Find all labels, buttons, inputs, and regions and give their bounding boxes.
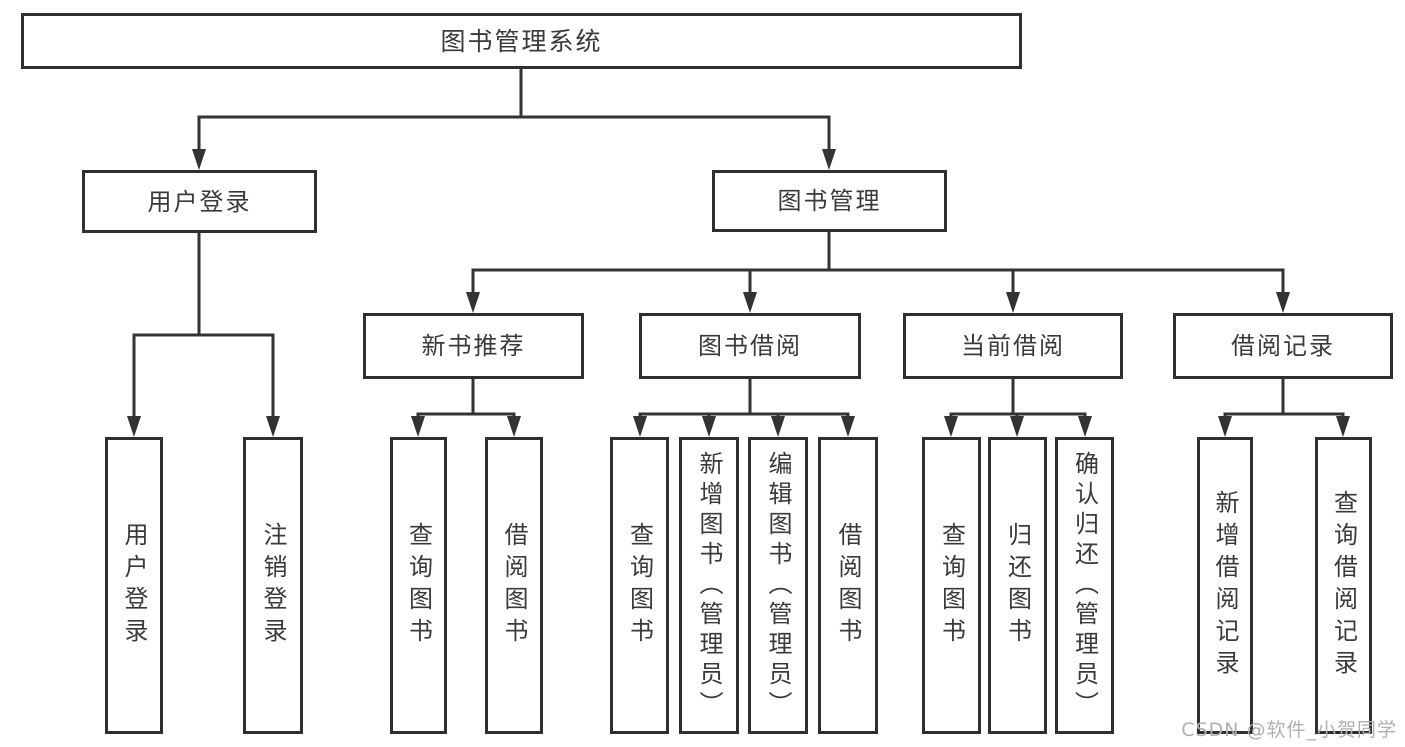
connector-login: [132, 233, 275, 420]
connector-current: [949, 379, 1087, 420]
leaf-label: 借阅图书: [500, 521, 528, 650]
leaf-label: 查询图书: [937, 521, 966, 650]
arrowheads-level2: [192, 149, 836, 170]
connector-records: [1223, 379, 1345, 420]
leaf-label: 归还图书: [1003, 521, 1032, 650]
connector-recommend: [416, 379, 516, 420]
leaf-query-books-current: 查询图书: [922, 437, 981, 734]
node-new-book-recommendation: 新书推荐: [363, 313, 584, 379]
leaf-label: 新增借阅记录: [1211, 489, 1239, 682]
node-label: 用户登录: [147, 187, 252, 216]
leaf-query-books-borrow: 查询图书: [610, 437, 669, 734]
connector-management: [471, 232, 1285, 295]
leaf-query-books-recommend: 查询图书: [390, 437, 447, 734]
leaf-user-login: 用户登录: [105, 437, 163, 734]
leaf-query-borrow-record: 查询借阅记录: [1315, 437, 1372, 734]
node-label: 借阅记录: [1231, 332, 1335, 360]
node-label: 当前借阅: [961, 332, 1065, 360]
node-label: 图书借阅: [698, 332, 802, 360]
leaf-borrow-books-recommend: 借阅图书: [485, 437, 543, 734]
leaf-label: 确认归还（管理员）: [1070, 450, 1099, 721]
node-borrowing-records: 借阅记录: [1173, 313, 1393, 379]
leaf-label: 注销登录: [259, 521, 287, 650]
leaf-logout: 注销登录: [243, 437, 303, 734]
node-label: 图书管理系统: [440, 26, 603, 56]
arrowheads-level3: [466, 292, 1290, 313]
connector-root: [197, 69, 831, 152]
connector-borrowing: [638, 379, 850, 420]
arrowheads-leaves: [127, 416, 1350, 437]
leaf-label: 用户登录: [120, 521, 148, 650]
leaf-label: 编辑图书（管理员）: [764, 450, 792, 721]
node-current-borrowing: 当前借阅: [903, 313, 1123, 379]
node-library-management-system: 图书管理系统: [21, 13, 1022, 69]
leaf-label: 查询借阅记录: [1329, 489, 1358, 682]
node-book-management: 图书管理: [712, 170, 947, 232]
leaf-confirm-return-admin: 确认归还（管理员）: [1055, 437, 1114, 734]
leaf-edit-book-admin: 编辑图书（管理员）: [748, 437, 808, 734]
leaf-label: 查询图书: [625, 521, 654, 650]
leaf-return-book: 归还图书: [988, 437, 1047, 734]
leaf-borrow-books-borrow: 借阅图书: [818, 437, 878, 734]
node-book-borrowing: 图书借阅: [639, 313, 861, 379]
leaf-add-book-admin: 新增图书（管理员）: [679, 437, 739, 734]
leaf-add-borrow-record: 新增借阅记录: [1197, 437, 1253, 734]
leaf-label: 新增图书（管理员）: [695, 450, 723, 721]
leaf-label: 借阅图书: [834, 521, 862, 650]
leaf-label: 查询图书: [404, 521, 433, 650]
node-label: 图书管理: [777, 187, 882, 215]
csdn-watermark: CSDN @软件_小贺同学: [1181, 719, 1397, 741]
node-user-login: 用户登录: [82, 170, 317, 233]
node-label: 新书推荐: [421, 332, 526, 360]
